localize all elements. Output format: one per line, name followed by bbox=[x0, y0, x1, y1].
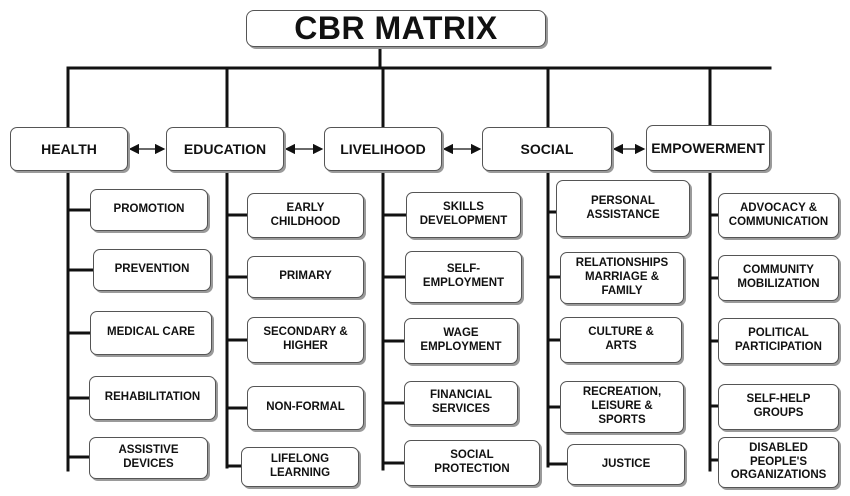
pillar-social: SOCIAL bbox=[482, 127, 612, 171]
health-item: PREVENTION bbox=[93, 249, 211, 291]
social-item: RECREATION, LEISURE & SPORTS bbox=[560, 381, 684, 433]
education-item: LIFELONG LEARNING bbox=[241, 447, 359, 487]
social-item: RELATIONSHIPS MARRIAGE & FAMILY bbox=[560, 252, 684, 304]
health-item: PROMOTION bbox=[90, 189, 208, 231]
empowerment-item: SELF-HELP GROUPS bbox=[718, 384, 839, 430]
health-item: REHABILITATION bbox=[89, 376, 216, 420]
social-item: CULTURE & ARTS bbox=[560, 317, 682, 363]
pillar-health: HEALTH bbox=[10, 127, 128, 171]
social-item: JUSTICE bbox=[567, 444, 685, 485]
education-item: PRIMARY bbox=[247, 256, 364, 298]
pillar-empowerment: EMPOWERMENT bbox=[646, 125, 770, 171]
empowerment-item: DISABLED PEOPLE'S ORGANIZATIONS bbox=[718, 437, 839, 488]
pillar-education: EDUCATION bbox=[166, 127, 284, 171]
livelihood-item: SOCIAL PROTECTION bbox=[404, 440, 540, 486]
education-item: EARLY CHILDHOOD bbox=[247, 193, 364, 238]
health-item: ASSISTIVE DEVICES bbox=[89, 437, 208, 479]
pillar-livelihood: LIVELIHOOD bbox=[324, 127, 442, 171]
education-item: NON-FORMAL bbox=[247, 386, 364, 430]
livelihood-item: WAGE EMPLOYMENT bbox=[404, 318, 518, 364]
livelihood-item: SELF- EMPLOYMENT bbox=[405, 251, 522, 303]
social-item: PERSONAL ASSISTANCE bbox=[556, 180, 690, 237]
health-item: MEDICAL CARE bbox=[90, 311, 212, 355]
livelihood-item: SKILLS DEVELOPMENT bbox=[406, 192, 521, 238]
empowerment-item: POLITICAL PARTICIPATION bbox=[718, 318, 839, 364]
empowerment-item: COMMUNITY MOBILIZATION bbox=[718, 255, 839, 301]
livelihood-item: FINANCIAL SERVICES bbox=[404, 381, 518, 425]
diagram-title: CBR MATRIX bbox=[246, 10, 546, 47]
empowerment-item: ADVOCACY & COMMUNICATION bbox=[718, 193, 839, 238]
education-item: SECONDARY & HIGHER bbox=[247, 317, 364, 363]
